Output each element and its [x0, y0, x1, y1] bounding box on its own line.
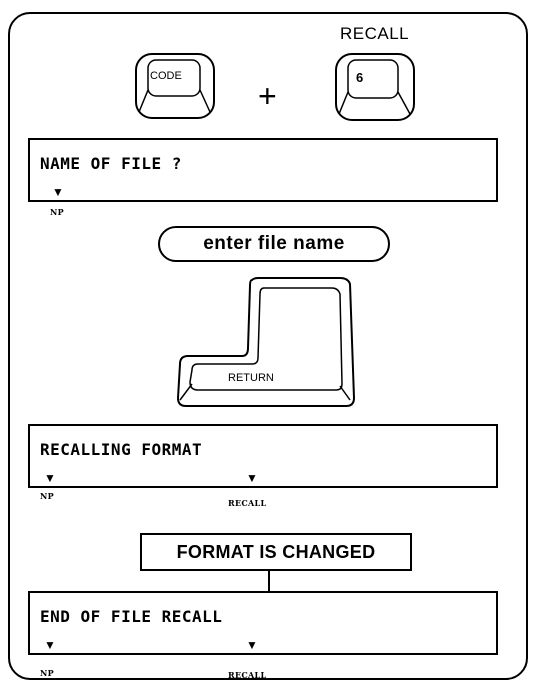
- display-name-of-file: NAME OF FILE ? ▼: [28, 138, 498, 202]
- display-text: END OF FILE RECALL: [40, 607, 223, 626]
- plus-sign: +: [258, 78, 277, 114]
- np-indicator-label: NP: [40, 668, 54, 678]
- recall-marker-icon: ▼: [246, 638, 258, 652]
- connector-line: [268, 571, 270, 591]
- enter-file-name-instruction: enter file name: [158, 226, 390, 262]
- code-key-label: CODE: [150, 70, 182, 82]
- np-marker-icon: ▼: [44, 638, 56, 652]
- recall-6-key[interactable]: 6: [334, 52, 416, 122]
- display-recalling-format: RECALLING FORMAT ▼ ▼: [28, 424, 498, 488]
- return-key[interactable]: RETURN: [172, 276, 358, 410]
- np-marker-icon: ▼: [52, 185, 64, 199]
- np-indicator-label: NP: [40, 491, 54, 501]
- six-key-shape: [335, 53, 415, 121]
- display-text: NAME OF FILE ?: [40, 154, 182, 173]
- np-indicator-label: NP: [50, 207, 64, 217]
- diagram-frame: [8, 12, 528, 680]
- recall-indicator-label: RECALL: [228, 670, 267, 680]
- display-end-of-file-recall: END OF FILE RECALL ▼ ▼: [28, 591, 498, 655]
- display-text: RECALLING FORMAT: [40, 440, 203, 459]
- code-key-shape: [135, 53, 215, 119]
- return-key-label: RETURN: [228, 372, 274, 384]
- return-key-shape: [176, 277, 356, 407]
- recall-indicator-label: RECALL: [228, 498, 267, 508]
- code-key[interactable]: CODE: [134, 52, 216, 120]
- six-key-label: 6: [356, 70, 364, 85]
- np-marker-icon: ▼: [44, 471, 56, 485]
- format-changed-message: FORMAT IS CHANGED: [140, 533, 412, 571]
- recall-marker-icon: ▼: [246, 471, 258, 485]
- recall-key-caption: RECALL: [340, 24, 410, 43]
